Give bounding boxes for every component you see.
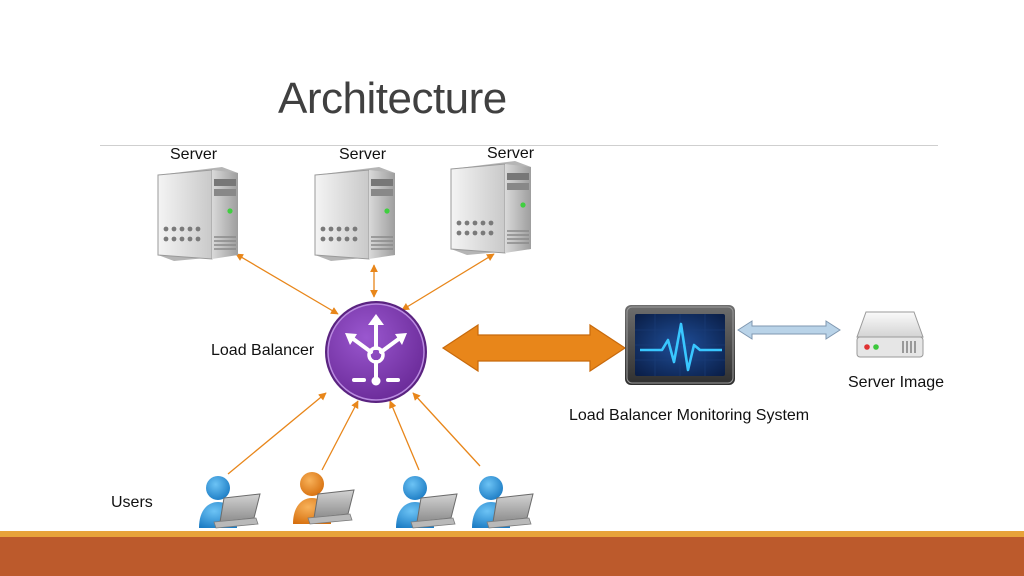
label-load-balancer: Load Balancer bbox=[211, 342, 315, 359]
server-connectors bbox=[235, 253, 495, 315]
user-laptop-icon bbox=[199, 476, 261, 529]
hard-drive-icon bbox=[856, 311, 924, 358]
user-laptop-icon bbox=[396, 476, 458, 529]
user-laptop-icon bbox=[293, 472, 355, 525]
label-server-image: Server Image bbox=[848, 374, 945, 391]
monitor-heartbeat-icon bbox=[625, 305, 735, 385]
label-server-3: Server bbox=[487, 145, 535, 162]
slide-title: Architecture bbox=[278, 74, 507, 123]
lb-monitor-arrow bbox=[441, 323, 627, 373]
monitor-image-arrow bbox=[737, 320, 841, 340]
title-divider bbox=[100, 145, 938, 146]
connector-user-4 bbox=[412, 392, 481, 467]
user-connectors bbox=[227, 392, 481, 475]
connector-server-3 bbox=[401, 253, 495, 311]
user-laptop-icon bbox=[472, 476, 534, 529]
footer-accent-line bbox=[0, 531, 1024, 537]
label-server-2: Server bbox=[339, 146, 387, 163]
label-monitoring-system: Load Balancer Monitoring System bbox=[569, 407, 810, 424]
server-tower-icon bbox=[314, 167, 395, 261]
connector-user-3 bbox=[389, 400, 420, 471]
connector-user-2 bbox=[321, 400, 359, 471]
load-balancer-icon bbox=[325, 301, 427, 403]
server-tower-icon bbox=[450, 161, 531, 255]
connector-user-1 bbox=[227, 392, 327, 475]
connector-server-1 bbox=[235, 253, 339, 315]
label-server-1: Server bbox=[170, 146, 218, 163]
footer-bar bbox=[0, 537, 1024, 576]
server-tower-icon bbox=[157, 167, 238, 261]
label-users: Users bbox=[111, 494, 153, 511]
